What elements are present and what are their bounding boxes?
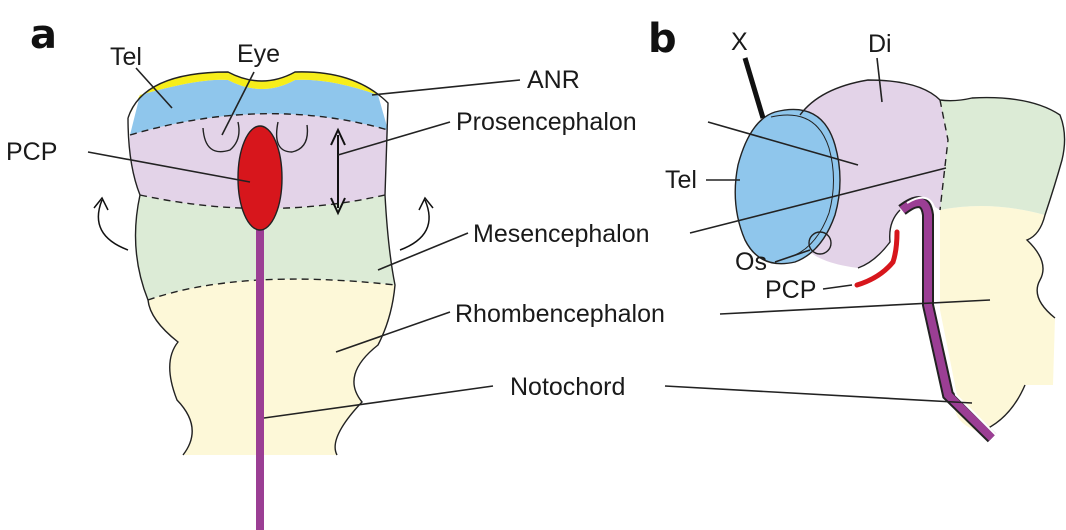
a-pcp-label: PCP	[6, 138, 57, 166]
anr-label: ANR	[527, 66, 580, 94]
b-x-label: X	[731, 28, 748, 56]
a-right-curved-arrow	[400, 200, 429, 250]
anr-leader	[372, 80, 520, 95]
noto-leader-b	[665, 386, 972, 403]
b-di-label: Di	[868, 30, 892, 58]
panel-a	[88, 68, 520, 530]
notochord-label: Notochord	[510, 373, 625, 401]
b-pcp-label: PCP	[765, 276, 816, 304]
b-tel-label: Tel	[665, 166, 697, 194]
mes-leader-a	[378, 233, 468, 270]
a-left-curved-arrow	[98, 200, 128, 250]
panel-b-label: b	[648, 16, 677, 62]
b-x-pointer	[745, 58, 763, 118]
prosencephalon-label: Prosencephalon	[456, 108, 637, 136]
a-tel-label: Tel	[110, 43, 142, 71]
b-pcp-leader	[823, 285, 852, 289]
b-mesencephalon-region	[940, 98, 1065, 215]
rhombencephalon-label: Rhombencephalon	[455, 300, 665, 328]
a-pcp-ellipse	[238, 126, 282, 230]
a-eye-label: Eye	[237, 40, 280, 68]
panel-b	[665, 58, 1065, 438]
panel-a-label: a	[30, 12, 57, 58]
mesencephalon-label: Mesencephalon	[473, 220, 650, 248]
b-os-label: Os	[735, 248, 767, 276]
